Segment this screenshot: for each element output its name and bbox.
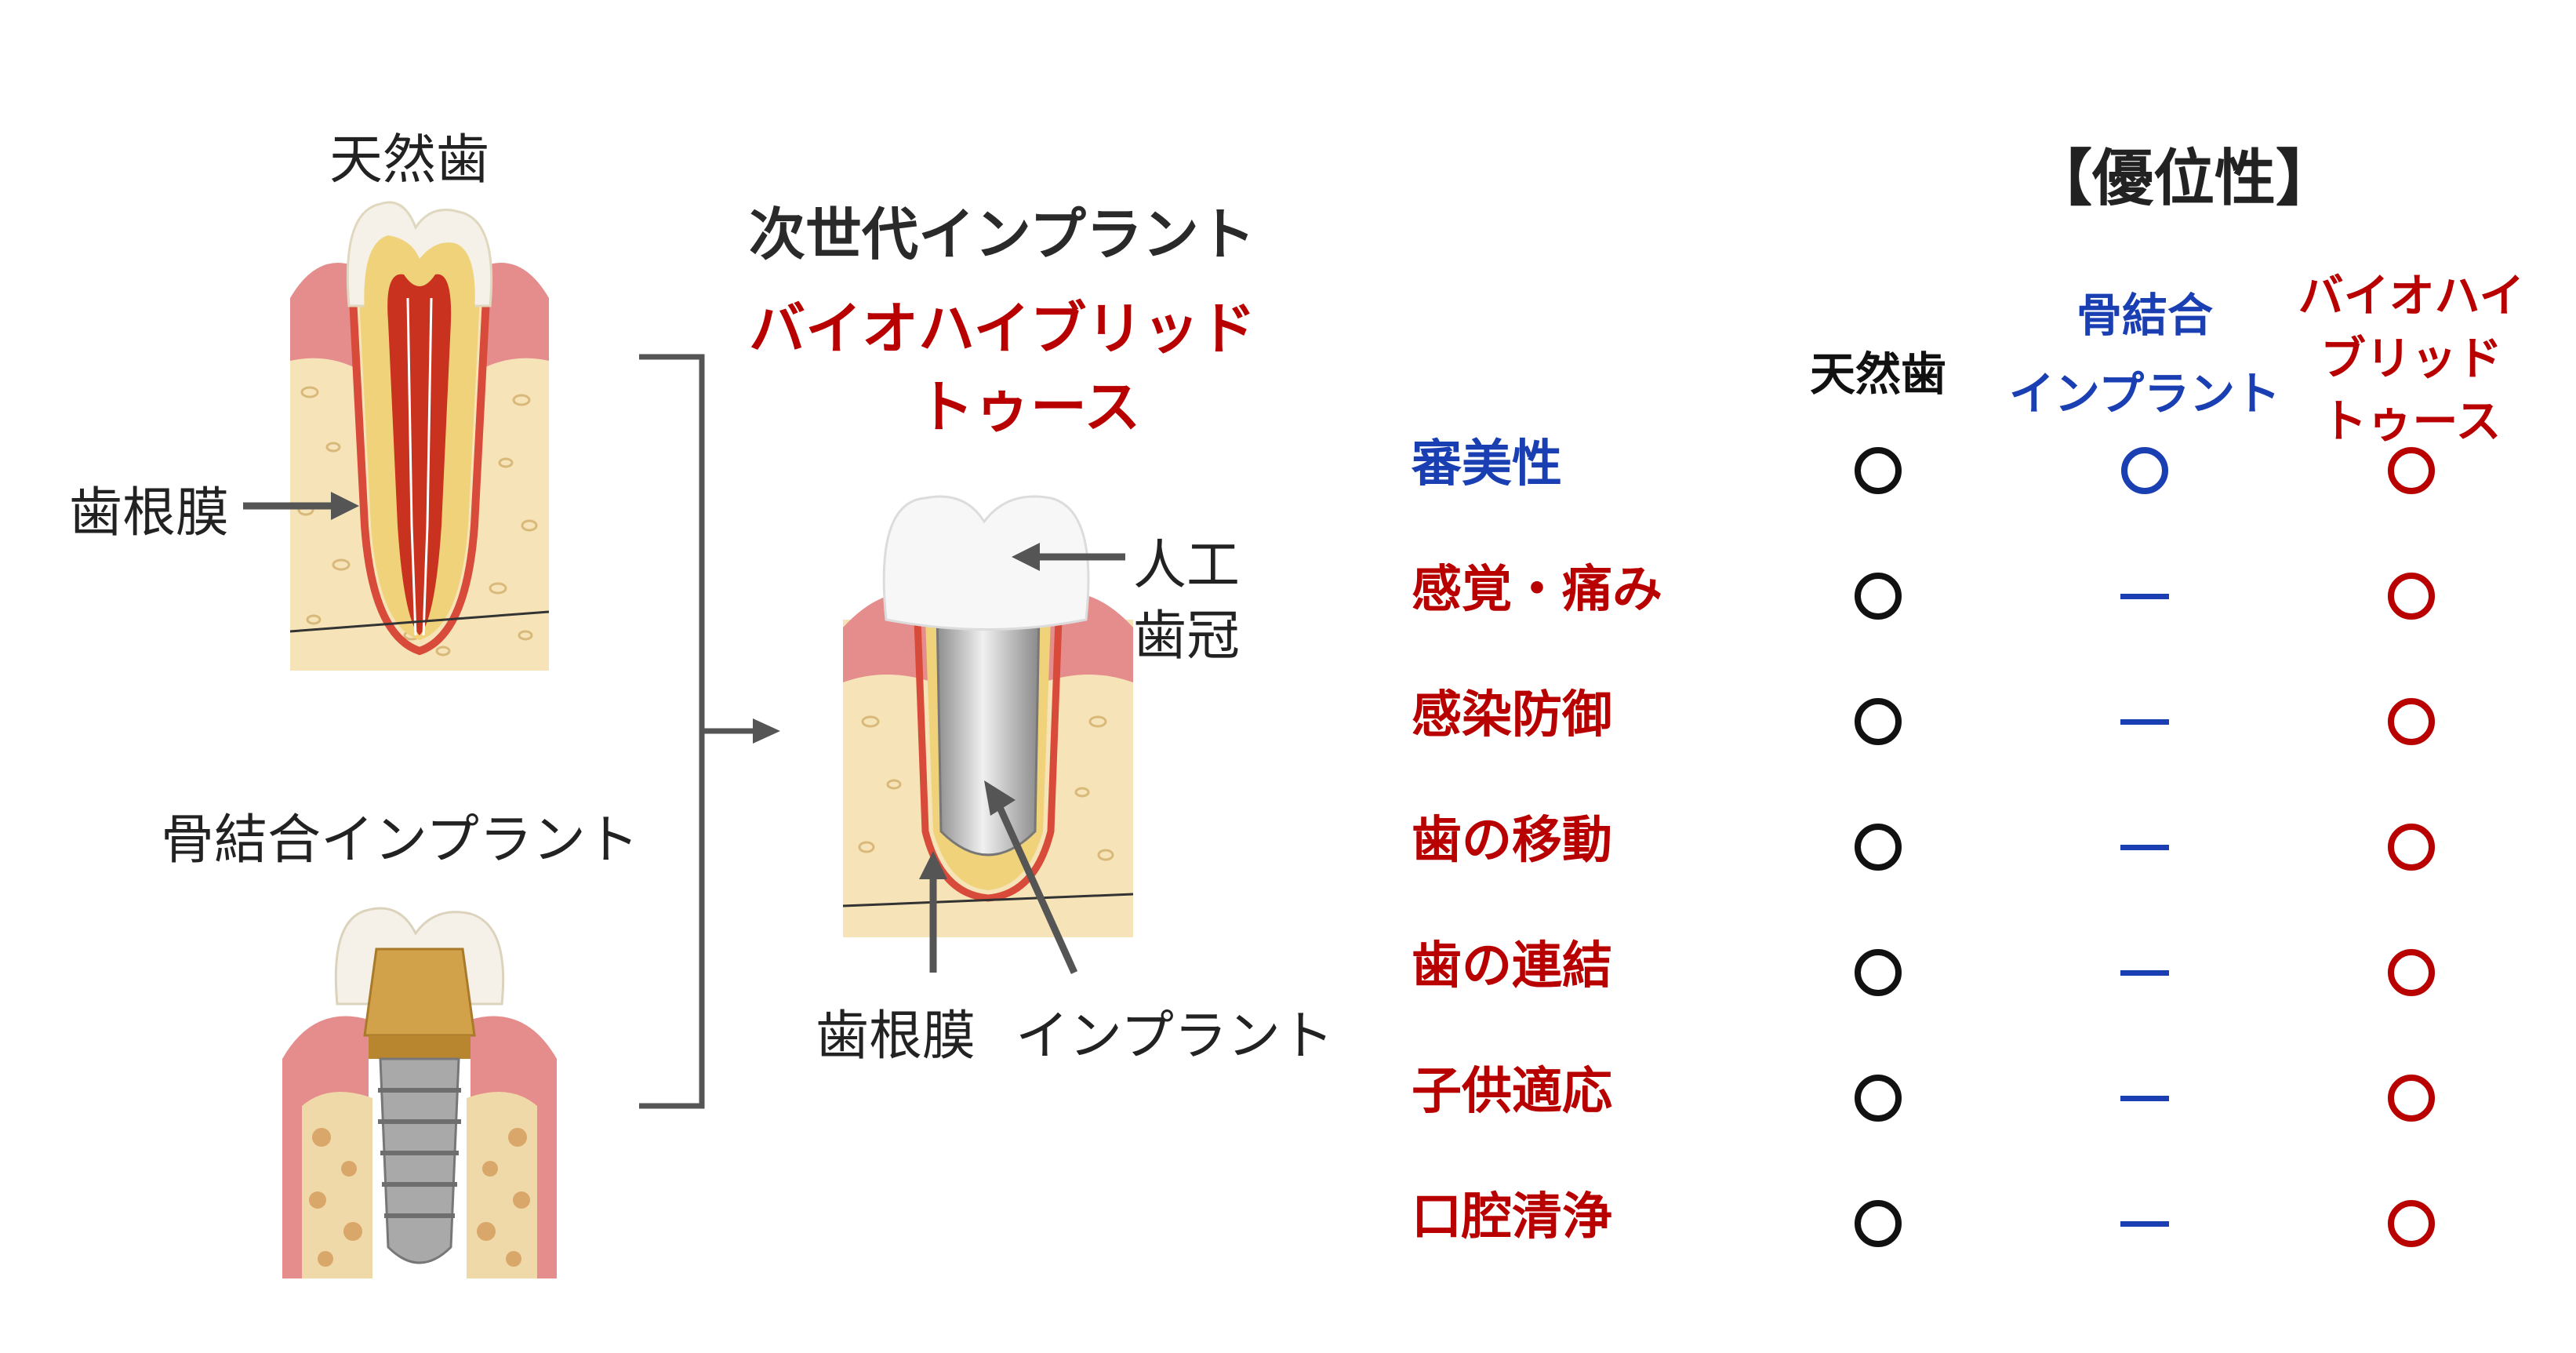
circle-mark-r0-c1	[2109, 435, 2180, 506]
column-header-0-line-0: 天然歯	[1809, 347, 1946, 401]
artificial-crown-label-line2: 歯冠	[1133, 606, 1241, 667]
left-pdl-label: 歯根膜	[69, 482, 230, 544]
circle-mark-r3-c2	[2376, 812, 2447, 882]
artificial-crown-label-line1: 人工	[1133, 535, 1241, 597]
circle-mark-r0-c0	[1843, 435, 1913, 506]
circle-mark-r2-c2	[2376, 686, 2447, 757]
natural-tooth-illustration	[289, 201, 550, 671]
superiority-title: 【優位性】	[2031, 144, 2338, 214]
center-implant-arrow	[984, 780, 1078, 974]
biohybrid-title-line1: バイオハイブリッド	[749, 296, 1256, 362]
dash-mark-r5-c1	[2109, 1063, 2180, 1133]
center-implant-label: インプラント	[1016, 1006, 1334, 1067]
circle-mark-r4-c2	[2376, 937, 2447, 1008]
dash-mark-r1-c1	[2109, 561, 2180, 631]
row-label-0: 審美性	[1412, 435, 1562, 493]
dash-mark-r2-c1	[2109, 686, 2180, 757]
column-header-1-line-1: インプラント	[2008, 367, 2281, 420]
circle-mark-r0-c2	[2376, 435, 2447, 506]
circle-mark-r1-c0	[1843, 561, 1913, 631]
crown-arrow	[1012, 543, 1125, 571]
row-label-4: 歯の連結	[1412, 937, 1612, 995]
row-label-3: 歯の移動	[1412, 812, 1612, 870]
circle-mark-r4-c0	[1843, 937, 1913, 1008]
dash-mark-r3-c1	[2109, 812, 2180, 882]
row-label-6: 口腔清浄	[1412, 1188, 1612, 1246]
dash-mark-r6-c1	[2109, 1188, 2180, 1259]
circle-mark-r6-c2	[2376, 1188, 2447, 1259]
circle-mark-r1-c2	[2376, 561, 2447, 631]
circle-mark-r5-c0	[1843, 1063, 1913, 1133]
circle-mark-r5-c2	[2376, 1063, 2447, 1133]
circle-mark-r6-c0	[1843, 1188, 1913, 1259]
row-label-5: 子供適応	[1412, 1063, 1612, 1121]
dash-mark-r4-c1	[2109, 937, 2180, 1008]
biohybrid-tooth-illustration	[842, 495, 1134, 937]
column-header-2-line-1: ブリッド	[2320, 332, 2502, 385]
next-gen-implant-title: 次世代インプラント	[749, 202, 1255, 267]
osseo-implant-illustration	[282, 907, 557, 1278]
row-label-1: 感覚・痛み	[1412, 561, 1662, 619]
column-header-2-line-2: トゥース	[2321, 395, 2502, 448]
grouping-bracket	[639, 354, 780, 1109]
natural-tooth-label: 天然歯	[329, 129, 490, 191]
column-header-1-line-0: 骨結合	[2076, 289, 2213, 342]
circle-mark-r2-c0	[1843, 686, 1913, 757]
center-pdl-label: 歯根膜	[816, 1006, 976, 1067]
column-header-2-line-0: バイオハイ	[2298, 269, 2525, 322]
biohybrid-title-line2: トゥース	[917, 374, 1141, 440]
osseo-implant-label: 骨結合インプラント	[161, 809, 639, 871]
circle-mark-r3-c0	[1843, 812, 1913, 882]
row-label-2: 感染防御	[1412, 686, 1612, 744]
center-pdl-arrow	[919, 851, 947, 973]
left-pdl-arrow	[243, 492, 359, 520]
